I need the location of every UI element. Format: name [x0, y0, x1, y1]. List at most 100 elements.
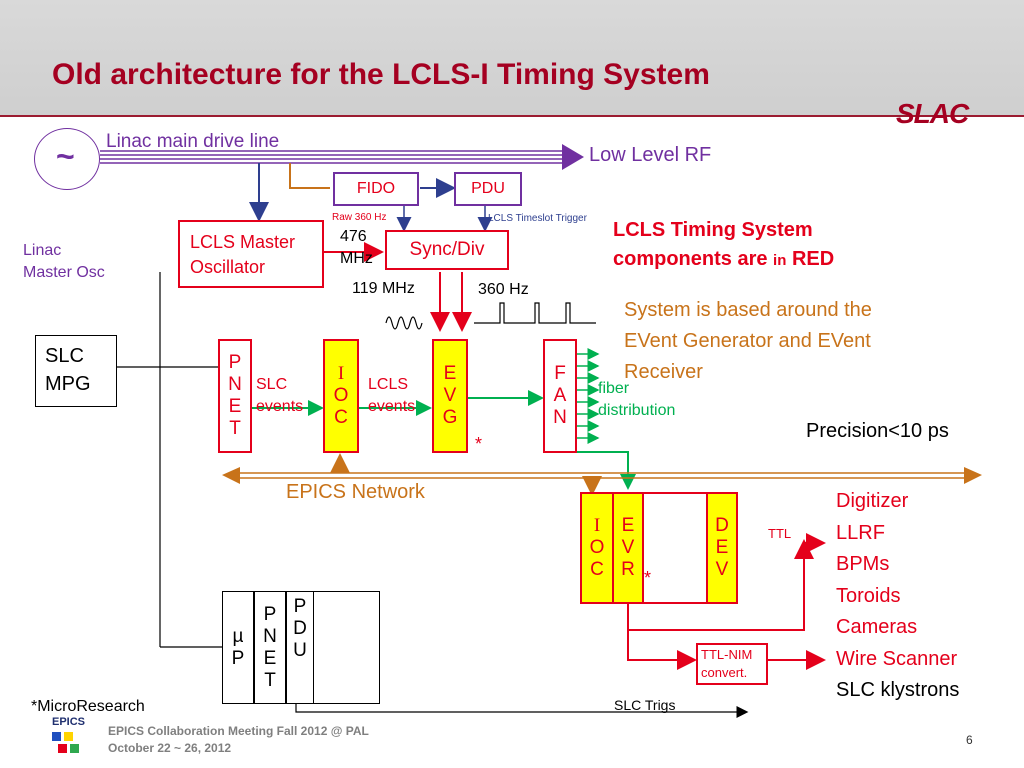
mhz-476-line2: MHz [340, 250, 373, 267]
crate-ioc-letter-o: O [589, 537, 605, 558]
dev-box: D E V [706, 492, 738, 604]
epics-logo: EPICS [48, 716, 98, 760]
red-note-line1: LCLS Timing System [613, 219, 813, 241]
evr-box: E V R [612, 492, 644, 604]
footer-dates: October 22 ~ 26, 2012 [108, 741, 232, 755]
red-components-note: LCLS Timing System components are in RED [613, 216, 834, 275]
device-digitizer: Digitizer [836, 490, 909, 512]
dev-letter-v: V [715, 559, 729, 580]
low-level-rf-label: Low Level RF [589, 144, 712, 166]
up-letter-p: P [231, 647, 245, 669]
slc-pdu-box: P D U [286, 591, 314, 704]
orange-note-line2: EVent Generator and EVent [624, 330, 871, 352]
lcls-master-osc-box: LCLS Master Oscillator [178, 220, 324, 288]
slc-pnet-letter-t: T [264, 669, 276, 691]
red-note-line2: components are in RED [613, 245, 834, 275]
slc-mpg-line1: SLC [45, 345, 84, 367]
device-list: Digitizer LLRF BPMs Toroids Cameras Wire… [836, 486, 959, 707]
epics-logo-square-red [58, 744, 67, 753]
linac-master-osc-line2: Master Osc [23, 264, 105, 281]
crate-ioc-letter-c: C [590, 559, 604, 580]
ttl-label: TTL [768, 526, 792, 541]
evg-asterisk: * [475, 434, 483, 454]
evr-letter-r: R [621, 559, 635, 580]
epics-logo-square-blue [52, 732, 61, 741]
osc-tilde-symbol: ~ [56, 138, 75, 174]
mhz-119-label: 119 MHz [352, 280, 415, 297]
device-wire-scanner: Wire Scanner [836, 647, 958, 670]
evg-letter-v: V [443, 385, 457, 406]
sync-div-label: Sync/Div [409, 239, 485, 260]
red-note-part-a: components are [613, 248, 774, 270]
lcls-master-osc-line2: Oscillator [190, 257, 266, 277]
linac-osc-circle [34, 128, 100, 190]
fan-letter-n: N [553, 407, 567, 428]
pnet-letter-t: T [229, 418, 241, 439]
header-band [0, 0, 1024, 115]
slc-pnet-letter-p: P [263, 603, 277, 625]
evg-box: E V G [432, 339, 468, 453]
sync-div-box: Sync/Div [385, 230, 509, 270]
orange-note-line1: System is based around the [624, 299, 872, 321]
ioc-letter-o: O [333, 385, 349, 406]
ioc-letter-i: I [337, 363, 345, 384]
slide-title: Old architecture for the LCLS-I Timing S… [52, 58, 710, 91]
slc-mpg-line2: MPG [45, 373, 91, 395]
slc-pnet-letter-n: N [263, 625, 277, 647]
slc-trigs-label: SLC Trigs [614, 697, 676, 713]
fiber-distribution-label: fiber distribution [598, 378, 675, 422]
slc-pdu-letter-u: U [293, 640, 307, 661]
device-toroids: Toroids [836, 584, 901, 607]
evg-letter-g: G [442, 407, 458, 428]
lcls-events-label: LCLS events [368, 374, 415, 418]
dev-letter-d: D [715, 515, 729, 536]
lcls-events-line2: events [368, 398, 416, 415]
linac-drive-line-label: Linac main drive line [106, 131, 280, 152]
pdu-top-box: PDU [454, 172, 522, 206]
epics-logo-square-green [70, 744, 79, 753]
slc-pdu-letter-d: D [293, 618, 307, 639]
header-rule [0, 115, 1024, 117]
epics-logo-square-yellow [64, 732, 73, 741]
pnet-box: P N E T [218, 339, 252, 453]
mhz-476-label: 476 MHz [340, 226, 373, 270]
fido-label: FIDO [356, 180, 396, 197]
epics-network-label: EPICS Network [286, 481, 425, 503]
ttl-nim-box: TTL-NIM convert. [696, 643, 768, 685]
dev-letter-e: E [715, 537, 729, 558]
device-slc-klystrons: SLC klystrons [836, 679, 960, 701]
orange-note-line3: Receiver [624, 361, 703, 383]
slc-events-line1: SLC [256, 376, 288, 393]
slc-events-label: SLC events [256, 374, 303, 418]
pnet-letter-p: P [228, 352, 242, 373]
device-bpms: BPMs [836, 553, 890, 575]
device-cameras: Cameras [836, 616, 918, 638]
crate-ioc-box: I O C [580, 492, 614, 604]
hz-360-label: 360 Hz [478, 281, 529, 298]
ioc-letter-c: C [334, 407, 348, 428]
device-llrf: LLRF [836, 521, 885, 544]
footer-meeting: EPICS Collaboration Meeting Fall 2012 @ … [108, 724, 369, 738]
slc-events-line2: events [256, 398, 304, 415]
timeslot-trigger-label: LCLS Timeslot Trigger [488, 213, 587, 224]
epics-logo-text: EPICS [52, 716, 86, 728]
lcls-master-osc-line1: LCLS Master [190, 232, 296, 252]
ttl-nim-line1: TTL-NIM [701, 647, 753, 662]
fan-letter-a: A [553, 385, 567, 406]
fido-box: FIDO [333, 172, 419, 206]
fan-letter-f: F [554, 363, 566, 384]
linac-master-osc-label: Linac Master Osc [23, 240, 105, 284]
evr-asterisk: * [644, 568, 652, 588]
crate-ioc-letter-i: I [593, 515, 601, 536]
page-number: 6 [966, 733, 973, 747]
linac-master-osc-line1: Linac [23, 242, 62, 259]
precision-label: Precision<10 ps [806, 420, 949, 442]
red-note-part-c: RED [786, 248, 835, 270]
up-letter-mu: µ [232, 625, 244, 647]
fan-box: F A N [543, 339, 577, 453]
ioc-box: I O C [323, 339, 359, 453]
pnet-letter-e: E [228, 396, 242, 417]
fiber-line1: fiber [598, 380, 630, 397]
evr-letter-e: E [621, 515, 635, 536]
mhz-476-line1: 476 [340, 228, 367, 245]
